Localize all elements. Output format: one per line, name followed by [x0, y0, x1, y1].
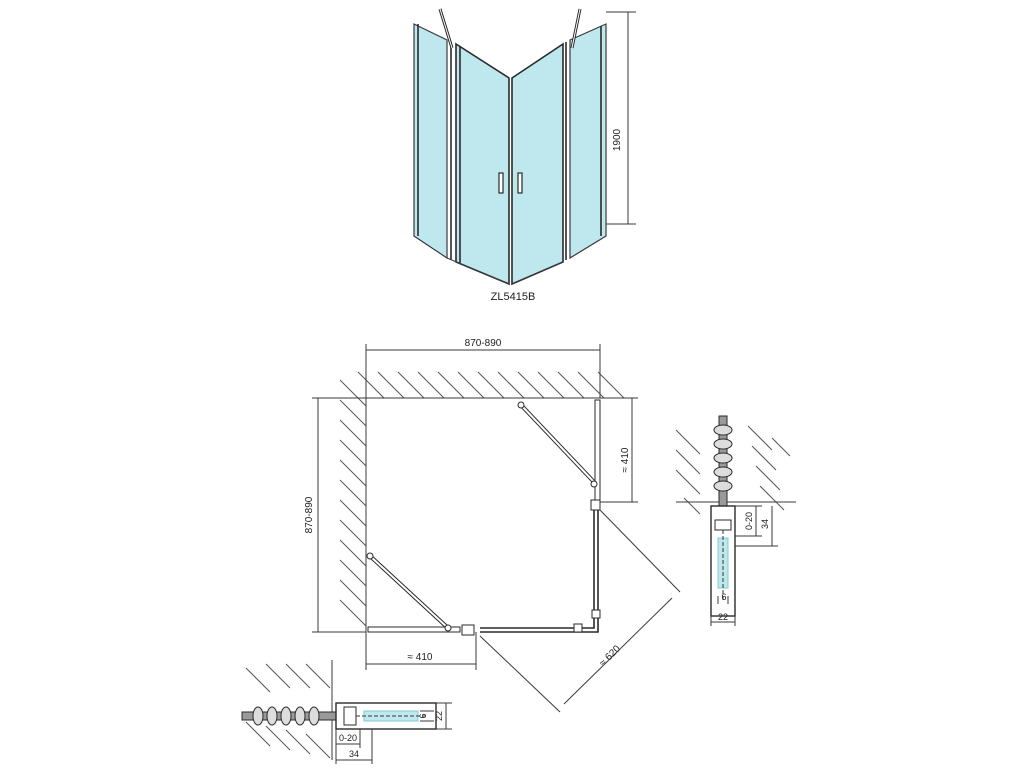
right-profile-label: 34: [760, 519, 770, 529]
top-wall-hatch: [357, 371, 625, 399]
bottom-detail-hatch: [245, 663, 331, 759]
right-door-panel: [511, 42, 564, 286]
left-wall-hatch: [339, 379, 367, 627]
bottom-width-label: 22: [434, 711, 444, 721]
enclosure-3d-view: 1900 ZL5415B: [413, 8, 636, 303]
model-label: ZL5415B: [491, 291, 536, 303]
plan-view: 870-890 870-890 ≈ 410 ≈: [304, 338, 681, 713]
right-wall-anchor: [713, 415, 733, 507]
bottom-wall-anchor: [241, 706, 339, 726]
right-width-label: 22: [718, 612, 728, 622]
right-profile-detail: 0-20 34 6 22: [675, 415, 796, 626]
plan-door-corner-profile: [480, 508, 599, 633]
left-fixed-panel: [413, 23, 448, 260]
top-width-label: 870-890: [465, 338, 502, 349]
right-fixed-panel: [569, 23, 607, 260]
door-right-label: ≈ 410: [620, 447, 631, 472]
door-bottom-label: ≈ 410: [408, 652, 433, 663]
left-door-panel: [455, 42, 510, 286]
height-dimension-label: 1900: [612, 128, 623, 151]
right-glass-label: 6: [721, 592, 726, 602]
bottom-glass-label: 6: [418, 713, 428, 718]
left-door-handle: [498, 172, 504, 194]
plan-bottom-fixed-panel: [367, 626, 461, 633]
bottom-adjust-label: 0-20: [339, 733, 357, 743]
bottom-profile-label: 34: [349, 749, 359, 759]
bottom-glass-section: [363, 710, 419, 722]
right-detail-hatch: [675, 425, 791, 515]
right-adjust-label: 0-20: [744, 512, 754, 530]
right-door-handle: [517, 172, 523, 194]
bottom-profile-detail: 22 6 0-20 34: [241, 660, 452, 764]
diagonal-label: ≈ 620: [598, 643, 624, 669]
left-depth-label: 870-890: [304, 496, 315, 533]
